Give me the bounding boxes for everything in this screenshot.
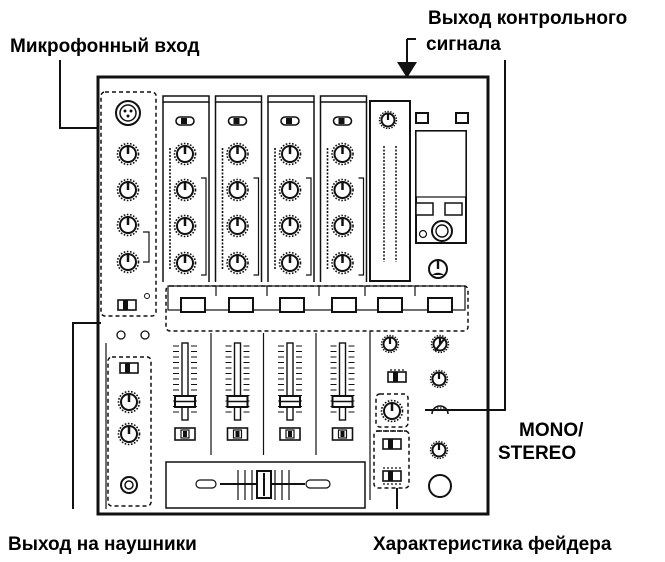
master-circle (428, 474, 452, 498)
mic-switch (117, 293, 150, 311)
channel-strip-2 (214, 95, 263, 441)
mono-stereo-highlight (375, 393, 409, 428)
mic-xlr-connector (115, 100, 141, 126)
mic-input-label: Микрофонный вход (10, 36, 200, 57)
monitor-out-label-line2: сигнала (426, 34, 501, 55)
fader-start-button-4 (331, 297, 357, 313)
monitor-arrow (397, 62, 417, 78)
monitor-out-label-line1: Выход контрольного (428, 8, 628, 29)
fader-curve-label: Характеристика фейдера (373, 534, 612, 555)
mono-stereo-label-line2: STEREO (498, 443, 577, 464)
fader-start-button-6 (427, 297, 453, 313)
mono-stereo-label-line1: MONO/ (519, 420, 584, 441)
fader-curve-highlight (373, 430, 410, 489)
leader-lines (59, 38, 506, 509)
fader-start-button-1 (180, 297, 206, 313)
mono-stereo-switch (387, 369, 407, 383)
channel-strip-4 (319, 95, 368, 441)
headphones-jack (120, 476, 138, 494)
fader-start-button-2 (228, 297, 254, 313)
fader-start-button-3 (279, 297, 305, 313)
fader-start-button-5 (377, 297, 403, 313)
mic-section-highlight (100, 91, 157, 317)
headphones-out-label: Выход на наушники (8, 534, 197, 555)
headphones-section-highlight (107, 356, 152, 507)
channel-strip-3 (267, 95, 315, 441)
channel-strip-1 (162, 95, 210, 441)
